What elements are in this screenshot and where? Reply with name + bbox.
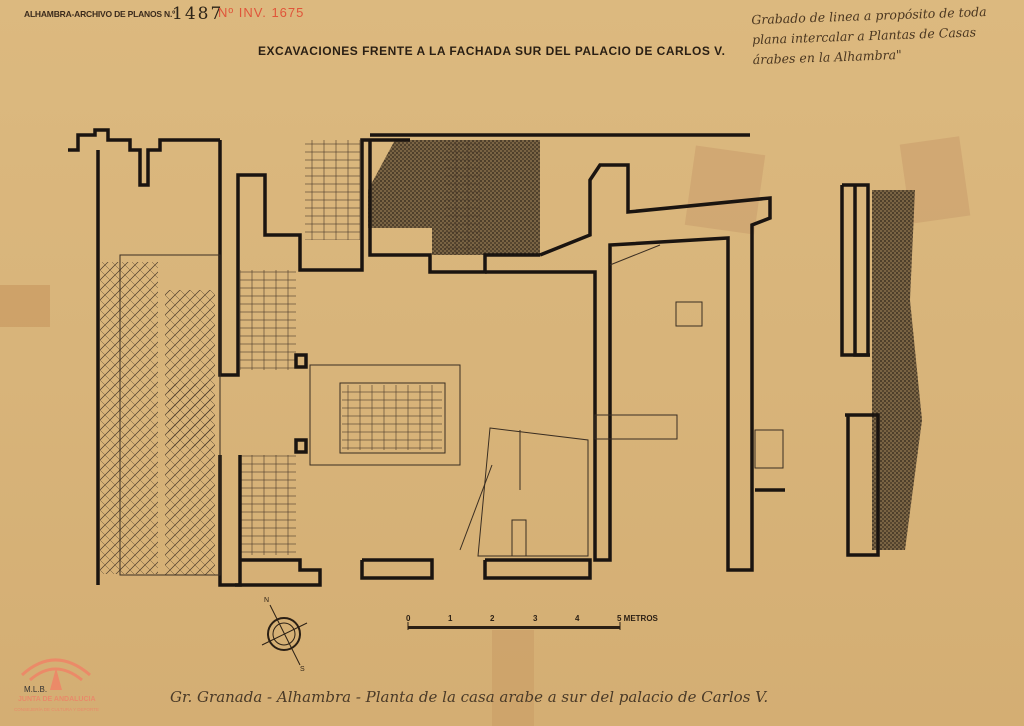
scale-tick-2: 2 bbox=[490, 614, 495, 623]
stippled-excavation bbox=[872, 190, 922, 550]
brick-paving bbox=[240, 455, 296, 555]
tape-mark bbox=[492, 630, 534, 726]
brick-paving bbox=[168, 383, 213, 448]
brick-paving bbox=[445, 140, 480, 255]
brick-paving bbox=[240, 270, 296, 370]
scale-tick-3: 3 bbox=[533, 614, 538, 623]
scale-tick-5: 5 METROS bbox=[617, 614, 658, 623]
scale-bar bbox=[407, 622, 621, 630]
plan-number: 1487 bbox=[172, 4, 224, 24]
inventory-number: Nº INV. 1675 bbox=[218, 5, 305, 20]
scale-tick-4: 4 bbox=[575, 614, 580, 623]
compass-south-label: S bbox=[300, 666, 305, 673]
junta-logo bbox=[20, 658, 91, 690]
handwritten-caption: Gr. Granada - Alhambra - Planta de la ca… bbox=[170, 688, 769, 706]
tape-mark bbox=[0, 285, 50, 327]
scale-tick-1: 1 bbox=[448, 614, 453, 623]
stamp-org: JUNTA DE ANDALUCIA bbox=[18, 696, 96, 703]
scale-tick-0: 0 bbox=[406, 614, 411, 623]
stamp-initials: M.L.B. bbox=[24, 685, 48, 694]
tape-mark bbox=[899, 136, 971, 224]
archive-label: ALHAMBRA-ARCHIVO DE PLANOS N.º bbox=[24, 9, 176, 19]
tape-mark bbox=[684, 145, 766, 235]
thin-outlines bbox=[119, 244, 784, 576]
herringbone-paving bbox=[100, 262, 158, 574]
brick-paving bbox=[305, 140, 360, 240]
handwritten-note: Grabado de linea a propósito de toda pla… bbox=[751, 3, 987, 68]
drawing-title: EXCAVACIONES FRENTE A LA FACHADA SUR DEL… bbox=[258, 44, 726, 58]
compass-rose bbox=[261, 604, 308, 666]
brick-paving bbox=[342, 385, 442, 450]
stamp-dept: CONSEJERÍA DE CULTURA Y DEPORTE bbox=[14, 707, 99, 712]
compass-north-label: N bbox=[264, 597, 270, 604]
walls bbox=[68, 128, 880, 587]
